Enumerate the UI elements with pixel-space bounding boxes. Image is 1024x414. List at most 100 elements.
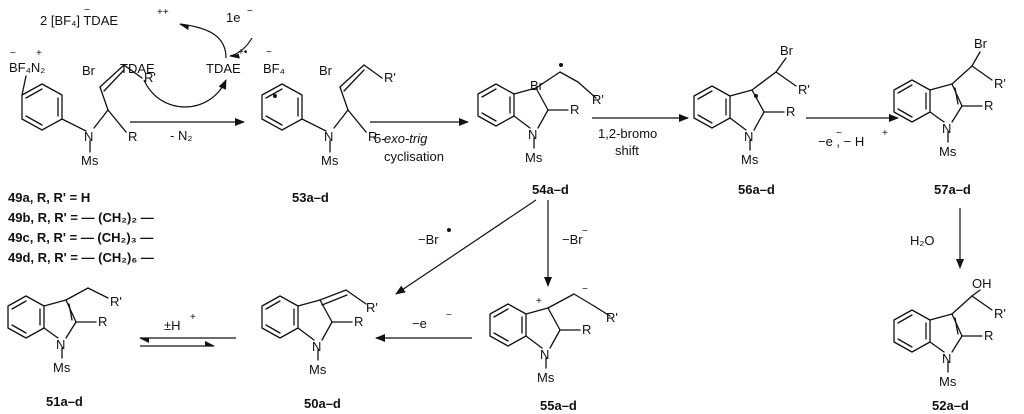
r-prime-label: R' xyxy=(606,310,618,325)
ms-label: Ms xyxy=(939,374,957,389)
ms-label: Ms xyxy=(309,362,327,377)
r-label: R xyxy=(98,314,107,329)
bf4-charge: − xyxy=(266,47,272,58)
ms-label: Ms xyxy=(741,152,759,167)
water-label: H₂O xyxy=(910,233,935,248)
compound-49a-label: 49a, R, R' = H xyxy=(8,190,90,205)
compound-57-label: 57a–d xyxy=(934,182,971,197)
bromine-label: Br xyxy=(780,43,794,58)
r-label: R xyxy=(984,328,993,343)
compound-57-structure: Br R' N R Ms xyxy=(893,36,1006,159)
nitrogen-label: N xyxy=(744,129,753,144)
bf4-minus-charge: − xyxy=(84,5,90,16)
r-prime-label: R' xyxy=(798,82,810,97)
electron-loss-arrow xyxy=(229,37,253,59)
r-prime-label: R' xyxy=(144,70,156,85)
compound-51-structure: R' N R Ms xyxy=(7,287,122,375)
compound-49b-label: 49b, R, R' = — (CH₂)₂ — xyxy=(8,210,154,225)
r-prime-label: R' xyxy=(366,300,378,315)
r-label: R xyxy=(354,314,363,329)
electron-minus: − xyxy=(836,128,842,139)
compound-53-label: 53a–d xyxy=(292,190,329,205)
tdae-cycle: 2 [BF₄] TDAE − ++ 1e − TDAE TDAE +• BF₄ … xyxy=(40,5,285,108)
nitrogen-label: N xyxy=(312,339,321,354)
compound-55-label: 55a–d xyxy=(540,398,577,413)
compound-53-structure: Br R' N R Ms xyxy=(261,63,396,168)
proton-plus: + xyxy=(882,128,888,139)
compound-54-structure: Br R' N R Ms xyxy=(477,63,604,165)
minus-e-h-label: −e , − H xyxy=(818,134,864,149)
one-electron-label: 1e xyxy=(226,10,240,25)
nitrogen-label: N xyxy=(942,121,951,136)
carbocation-plus: + xyxy=(536,296,542,307)
arrow-54-to-50 xyxy=(395,199,537,295)
compound-49d-label: 49d, R, R' = — (CH₂)₆ — xyxy=(8,250,154,265)
ms-label: Ms xyxy=(81,153,99,168)
compound-52-label: 52a–d xyxy=(932,398,969,413)
exo-prefix: 5- xyxy=(374,131,386,146)
r-prime-label: R' xyxy=(994,76,1006,91)
r-prime-label: R' xyxy=(592,92,604,107)
bf4-n2-label: BF₄N₂ xyxy=(9,60,45,75)
hydroxyl-label: OH xyxy=(972,276,992,291)
exo-trig-label: exo-trig xyxy=(384,131,428,146)
r-label: R xyxy=(984,98,993,113)
nitrogen-label: N xyxy=(84,129,93,144)
tdae-plus-plus: ++ xyxy=(157,7,169,18)
compound-50-label: 50a–d xyxy=(304,396,341,411)
ms-label: Ms xyxy=(53,360,71,375)
r-label: R xyxy=(128,129,137,144)
radical-dot xyxy=(447,228,451,232)
radical-dot xyxy=(273,94,277,98)
bromine-label: Br xyxy=(530,78,544,93)
minus-charge: − xyxy=(10,48,16,59)
proton-plus: + xyxy=(190,312,196,323)
tdae-oxidation-arrow xyxy=(143,79,227,108)
shift-label: shift xyxy=(615,143,639,158)
plus-charge: + xyxy=(36,48,42,59)
carbanion-minus: − xyxy=(582,284,588,295)
r-label: R xyxy=(786,104,795,119)
cyclisation-label: cyclisation xyxy=(384,149,444,164)
radical-cation-mark: +• xyxy=(238,47,248,58)
ms-label: Ms xyxy=(321,153,339,168)
bromine-label: Br xyxy=(82,63,96,78)
tdae-second-oxidation-arrow xyxy=(179,23,227,59)
compound-50-structure: R' N R Ms xyxy=(261,289,378,377)
nitrogen-label: N xyxy=(528,127,537,142)
nitrogen-label: N xyxy=(540,347,549,362)
compound-51-label: 51a–d xyxy=(46,394,83,409)
compound-52-structure: OH R' N R Ms xyxy=(893,276,1006,389)
nitrogen-label: N xyxy=(324,129,333,144)
r-label: R xyxy=(570,102,579,117)
r-prime-label: R' xyxy=(384,70,396,85)
tdae-radical-label: TDAE xyxy=(206,61,241,76)
r-label: R xyxy=(368,129,377,144)
radical-dot xyxy=(559,63,563,67)
bf4-label: BF₄ xyxy=(263,61,285,76)
compound-54-label: 54a–d xyxy=(532,182,569,197)
compound-55-structure: + − R' N R Ms xyxy=(489,284,618,385)
bromine-label: Br xyxy=(974,36,988,51)
electron-minus: − xyxy=(247,6,253,17)
minus-n2-label: - N₂ xyxy=(170,128,192,143)
minus-br-ion-label: −Br xyxy=(562,232,583,247)
bromo-label: 1,2-bromo xyxy=(598,126,657,141)
r-prime-label: R' xyxy=(994,306,1006,321)
tdae-dication-label: 2 [BF₄] TDAE xyxy=(40,13,118,28)
tdae-label: TDAE xyxy=(120,61,155,76)
nitrogen-label: N xyxy=(942,351,951,366)
compound-56-structure: Br R' N R Ms xyxy=(693,43,810,167)
plus-minus-h-label: ±H xyxy=(164,318,181,333)
bromine-label: Br xyxy=(319,63,333,78)
compound-49c-label: 49c, R, R' = — (CH₂)₃ — xyxy=(8,230,153,245)
r-prime-label: R' xyxy=(110,294,122,309)
nitrogen-label: N xyxy=(56,337,65,352)
radical-dot xyxy=(754,94,758,98)
compound-49-structure: − + BF₄N₂ Br R' N R Ms xyxy=(9,48,156,168)
ms-label: Ms xyxy=(537,370,555,385)
bromide-charge: − xyxy=(582,226,588,237)
ms-label: Ms xyxy=(939,144,957,159)
electron-minus: − xyxy=(446,310,452,321)
r-label: R xyxy=(582,322,591,337)
